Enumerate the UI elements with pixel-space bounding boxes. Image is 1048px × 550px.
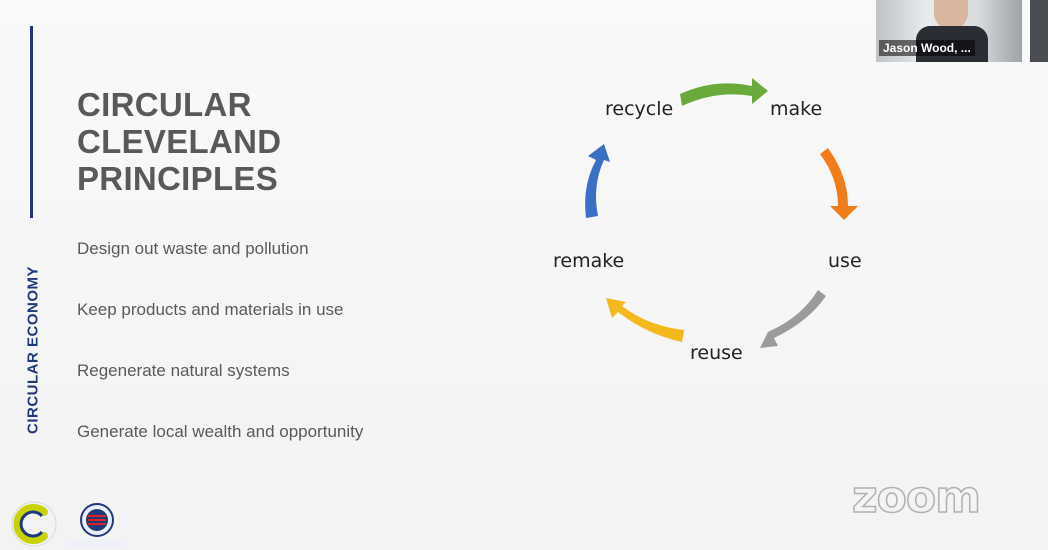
remake-to-recycle-arrow xyxy=(585,144,610,218)
slide-title: CIRCULAR CLEVELAND PRINCIPLES xyxy=(77,86,281,197)
principle-item: Design out waste and pollution xyxy=(77,239,309,258)
stage-label-use: use xyxy=(828,250,862,272)
accent-divider xyxy=(30,26,33,218)
title-line-2: CLEVELAND xyxy=(77,123,282,160)
stage-label-make: make xyxy=(770,98,822,120)
title-line-1: CIRCULAR xyxy=(77,86,252,123)
circular-cycle-diagram: recycle make use reuse remake xyxy=(530,60,910,380)
stage-label-remake: remake xyxy=(553,250,624,272)
stage-label-reuse: reuse xyxy=(690,342,743,364)
city-of-cleveland-logo xyxy=(70,503,124,548)
circular-economy-side-label: CIRCULAR ECONOMY xyxy=(24,266,42,434)
cycle-svg: recycle make use reuse remake xyxy=(553,78,862,364)
video-strip-edge xyxy=(1030,0,1048,62)
circular-cleveland-logo xyxy=(11,501,57,547)
use-to-reuse-arrow xyxy=(760,290,826,348)
principles-list: Design out waste and pollution Keep prod… xyxy=(77,238,363,482)
principle-item: Generate local wealth and opportunity xyxy=(77,422,364,441)
make-to-use-arrow xyxy=(820,148,858,220)
recycle-to-make-arrow xyxy=(680,78,768,106)
participant-head xyxy=(934,0,968,30)
zoom-watermark: zoom xyxy=(851,471,981,524)
principle-item: Regenerate natural systems xyxy=(77,361,290,380)
stage-label-recycle: recycle xyxy=(605,98,673,120)
principle-item: Keep products and materials in use xyxy=(77,300,344,319)
participant-name-tag: Jason Wood, ... xyxy=(879,40,975,56)
participant-video-tile[interactable]: Jason Wood, ... xyxy=(876,0,1022,62)
title-line-3: PRINCIPLES xyxy=(77,160,279,197)
reuse-to-remake-arrow xyxy=(606,298,684,342)
